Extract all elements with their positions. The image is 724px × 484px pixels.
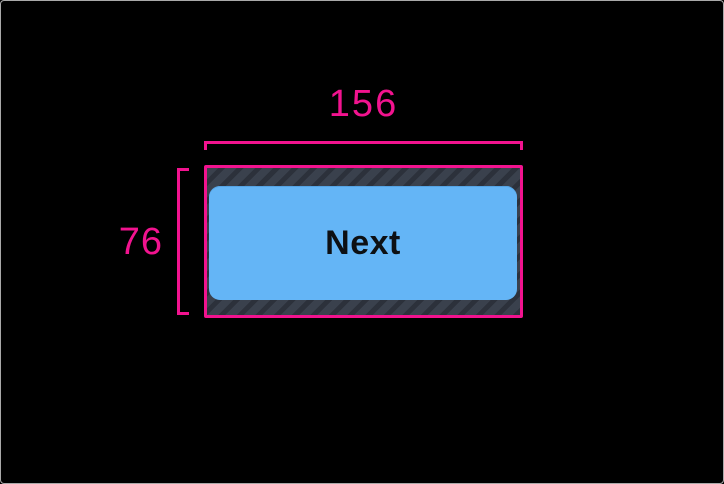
next-button-label: Next bbox=[325, 223, 401, 262]
width-measurement-bracket bbox=[204, 141, 523, 150]
height-dimension-label: 76 bbox=[118, 221, 163, 263]
next-button[interactable]: Next bbox=[209, 186, 517, 300]
width-dimension-label: 156 bbox=[328, 83, 399, 125]
measurement-bounds-box: Next bbox=[204, 165, 523, 318]
height-measurement-bracket bbox=[177, 168, 189, 315]
